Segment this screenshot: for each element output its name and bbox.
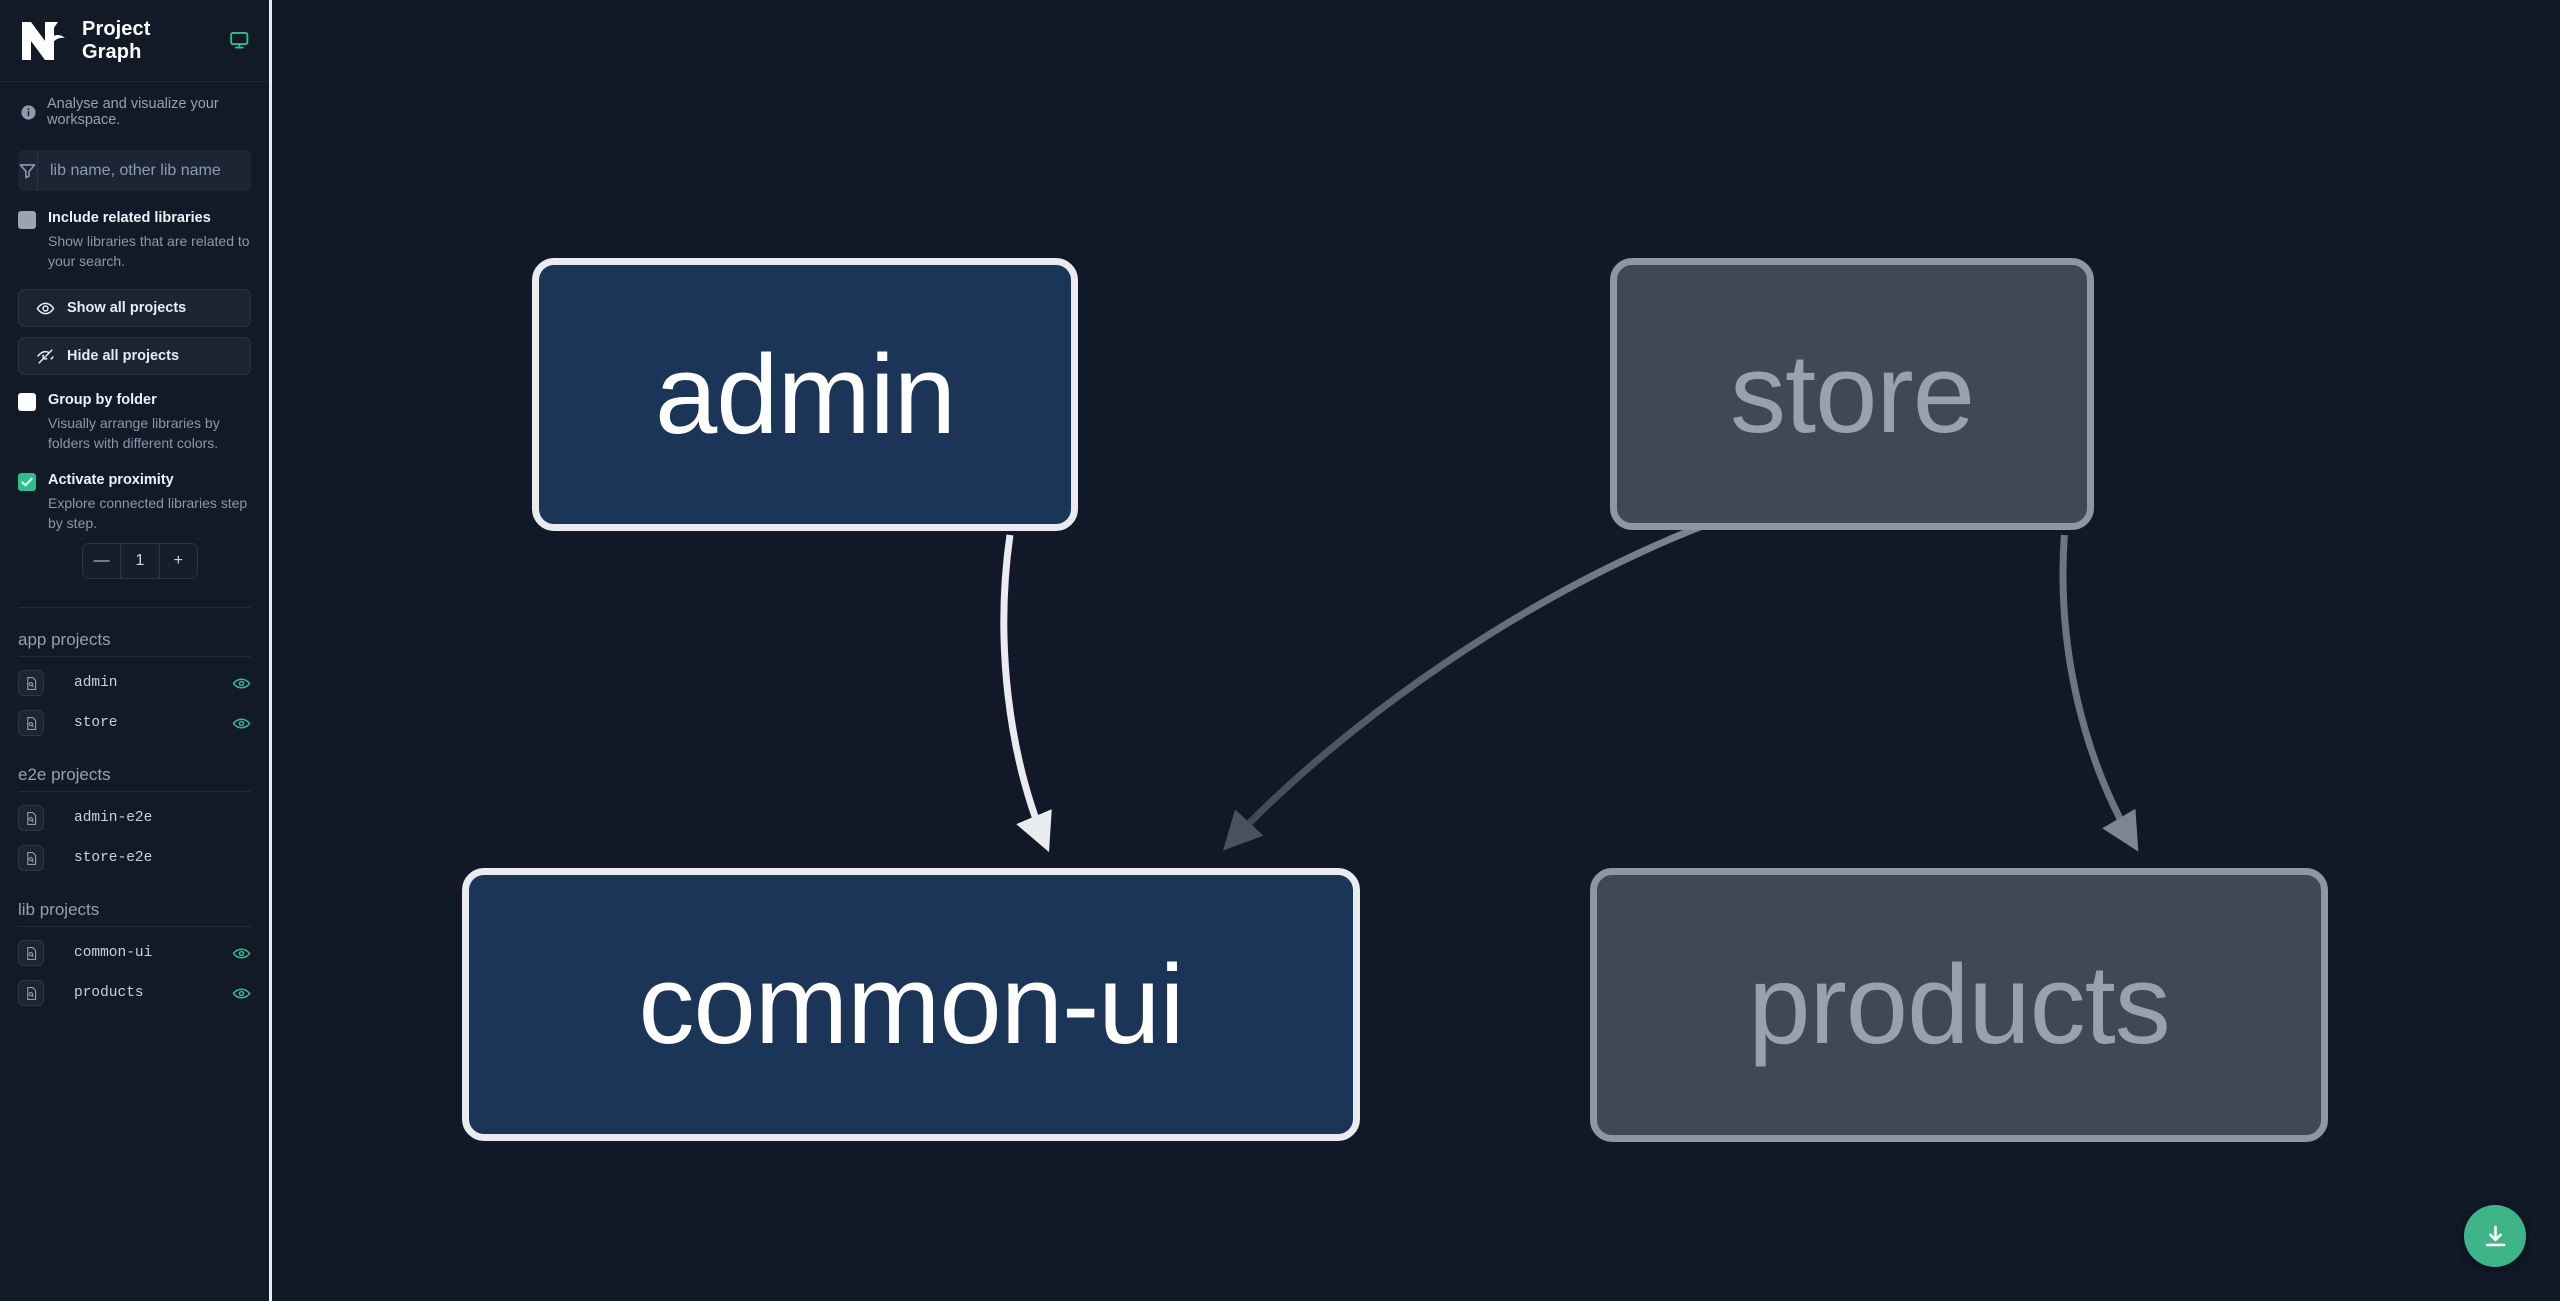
option-include-related-libraries[interactable]: Include related libraries Show libraries… — [18, 209, 251, 271]
sidebar-subtitle-text: Analyse and visualize your workspace. — [47, 96, 219, 128]
edge-store-products — [2059, 534, 2139, 852]
project-file-icon — [18, 805, 44, 832]
project-name: common-ui — [74, 945, 153, 962]
graph-node-label: common-ui — [638, 941, 1185, 1067]
include-related-libraries-checkbox[interactable] — [18, 211, 36, 229]
list-item[interactable]: admin — [18, 663, 251, 703]
hide-all-projects-button[interactable]: Hide all projects — [18, 337, 251, 376]
search-input[interactable] — [38, 150, 251, 191]
eye-icon[interactable] — [232, 674, 251, 693]
include-related-libraries-desc: Show libraries that are related to your … — [48, 232, 250, 269]
download-icon — [2485, 1225, 2505, 1246]
list-item[interactable]: store-e2e — [18, 838, 251, 878]
project-file-icon — [18, 940, 44, 967]
list-item[interactable]: store — [18, 703, 251, 743]
eye-icon[interactable] — [232, 714, 251, 733]
proximity-value: 1 — [120, 544, 160, 579]
funnel-icon — [18, 150, 38, 191]
group-by-folder-label: Group by folder — [48, 392, 157, 409]
graph-node-label: admin — [654, 331, 956, 457]
eye-icon[interactable] — [232, 944, 251, 963]
edge-store-common-ui — [1222, 471, 1880, 851]
list-item[interactable]: admin-e2e — [18, 798, 251, 838]
eye-off-icon — [37, 348, 54, 364]
nx-logo-icon — [20, 18, 68, 64]
graph-node-label: products — [1748, 942, 2171, 1067]
activate-proximity-desc: Explore connected libraries step by step… — [48, 494, 248, 532]
edge-admin-common-ui — [1000, 534, 1052, 853]
proximity-decrement-button[interactable]: — — [83, 544, 121, 579]
info-icon — [20, 104, 37, 121]
proximity-increment-button[interactable]: + — [159, 544, 197, 579]
project-file-icon — [18, 670, 44, 697]
include-related-libraries-label: Include related libraries — [48, 210, 211, 226]
graph-node-admin[interactable]: admin — [532, 258, 1078, 531]
graph-node-label: store — [1730, 331, 1975, 456]
sidebar-divider — [18, 607, 251, 609]
sidebar-subtitle: Analyse and visualize your workspace. — [0, 82, 269, 140]
proximity-stepper[interactable]: — 1 + — [82, 543, 198, 580]
graph-canvas[interactable]: admin store common-ui products — [272, 0, 2560, 1301]
option-group-by-folder[interactable]: Group by folder Visually arrange librari… — [18, 391, 251, 453]
graph-node-common-ui[interactable]: common-ui — [462, 868, 1360, 1141]
monitor-icon[interactable] — [229, 30, 250, 52]
list-item[interactable]: products — [18, 973, 251, 1013]
project-name: store — [74, 715, 118, 732]
group-label-lib-projects: lib projects — [18, 878, 251, 928]
activate-proximity-label: Activate proximity — [48, 472, 174, 489]
eye-icon[interactable] — [232, 984, 251, 1003]
sidebar-controls: Include related libraries Show libraries… — [0, 140, 269, 1013]
graph-node-store[interactable]: store — [1610, 258, 2094, 530]
page-title: Project Graph — [82, 17, 151, 63]
show-all-projects-label: Show all projects — [67, 300, 187, 317]
project-name: products — [74, 985, 144, 1002]
graph-node-products[interactable]: products — [1590, 868, 2328, 1142]
activate-proximity-checkbox[interactable] — [18, 473, 36, 492]
group-by-folder-desc: Visually arrange libraries by folders wi… — [48, 414, 220, 452]
project-file-icon — [18, 710, 44, 737]
eye-icon — [36, 302, 55, 315]
group-label-app-projects: app projects — [18, 608, 251, 658]
project-name: store-e2e — [74, 850, 153, 867]
group-by-folder-checkbox[interactable] — [18, 393, 36, 412]
sidebar: Project Graph Analyse and visualize your… — [0, 0, 272, 1301]
search-bar[interactable] — [18, 150, 251, 191]
option-activate-proximity[interactable]: Activate proximity Explore connected lib… — [18, 471, 251, 533]
project-name: admin-e2e — [74, 810, 153, 827]
show-all-projects-button[interactable]: Show all projects — [18, 289, 251, 328]
download-graph-button[interactable] — [2464, 1205, 2526, 1267]
hide-all-projects-label: Hide all projects — [67, 348, 180, 365]
list-item[interactable]: common-ui — [18, 933, 251, 973]
project-file-icon — [18, 980, 44, 1007]
project-name: admin — [74, 675, 118, 692]
sidebar-header: Project Graph — [0, 0, 269, 82]
group-label-e2e-projects: e2e projects — [18, 743, 251, 793]
project-file-icon — [18, 845, 44, 872]
